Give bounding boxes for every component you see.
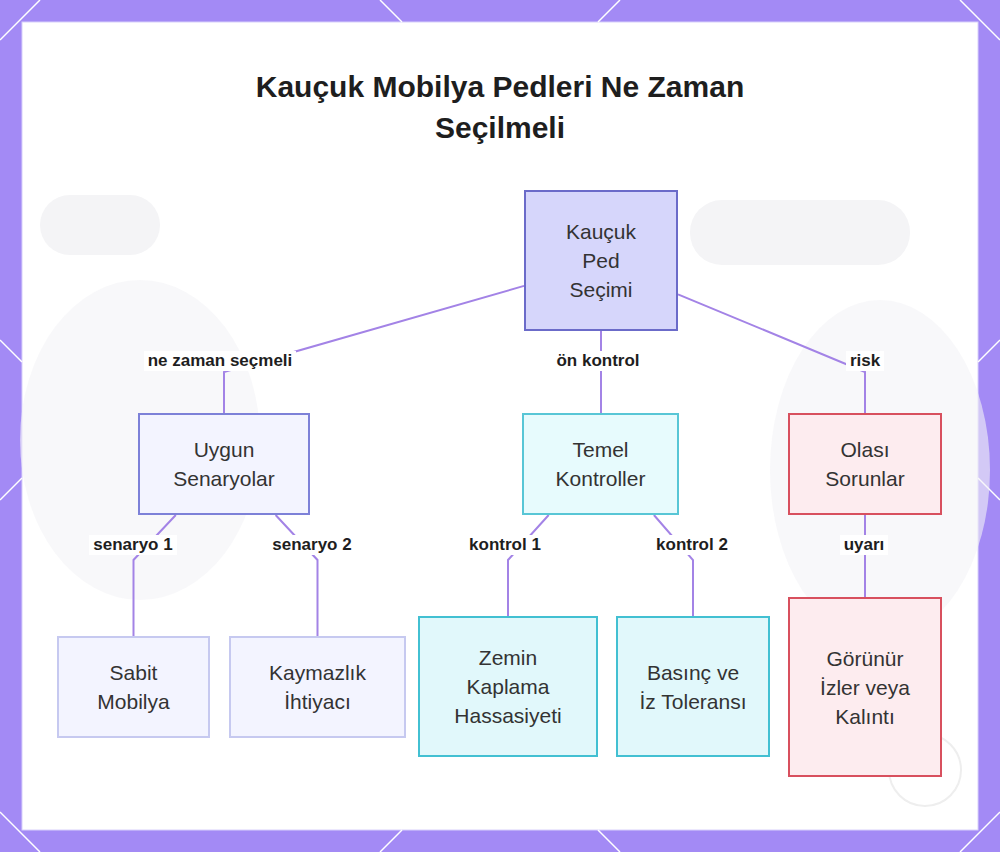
- connector-line: [276, 515, 318, 636]
- node-text: Uygun Senaryolar: [159, 435, 289, 493]
- node-text: Olası Sorunlar: [805, 435, 925, 493]
- card-edge: [22, 22, 978, 830]
- edge-label: senaryo 1: [89, 535, 176, 555]
- connector-line: [678, 294, 865, 413]
- leaf-box: Basınç ve İz Toleransı: [616, 616, 770, 757]
- leaf-box: Sabit Mobilya: [57, 636, 210, 738]
- edge-label: ön kontrol: [552, 351, 643, 371]
- node-text: Basınç ve İz Toleransı: [638, 658, 748, 716]
- warning-box: Görünür İzler veya Kalıntı: [788, 597, 942, 777]
- edge-label: risk: [846, 351, 884, 371]
- edge-label: kontrol 1: [465, 535, 545, 555]
- leaf-box: Kaymazlık İhtiyacı: [229, 636, 406, 738]
- node-text: Temel Kontroller: [541, 435, 661, 493]
- edge-label: kontrol 2: [652, 535, 732, 555]
- connector-line: [508, 515, 549, 616]
- connector-line: [224, 286, 524, 413]
- category-box: Uygun Senaryolar: [138, 413, 310, 515]
- category-box: Temel Kontroller: [522, 413, 679, 515]
- node-text: Zemin Kaplama Hassasiyeti: [443, 643, 573, 730]
- root-box: Kauçuk Ped Seçimi: [524, 190, 678, 331]
- connector-line: [654, 515, 693, 616]
- node-text: Görünür İzler veya Kalıntı: [805, 644, 925, 731]
- faded-photo: [20, 195, 990, 640]
- connector-line: [864, 515, 866, 597]
- connector-line: [600, 331, 602, 413]
- edge-label: senaryo 2: [268, 535, 355, 555]
- node-text: Sabit Mobilya: [74, 658, 194, 716]
- node-text: Kaymazlık İhtiyacı: [253, 658, 383, 716]
- leaf-box: Zemin Kaplama Hassasiyeti: [418, 616, 598, 757]
- card-ground: [22, 22, 978, 830]
- edge-label: ne zaman seçmeli: [144, 351, 297, 371]
- diagram-title: Kauçuk Mobilya Pedleri Ne Zaman Seçilmel…: [200, 66, 800, 148]
- connector-line: [134, 515, 176, 636]
- node-text: Kauçuk Ped Seçimi: [559, 217, 643, 304]
- category-box: Olası Sorunlar: [788, 413, 942, 515]
- edge-label: uyarı: [840, 535, 889, 555]
